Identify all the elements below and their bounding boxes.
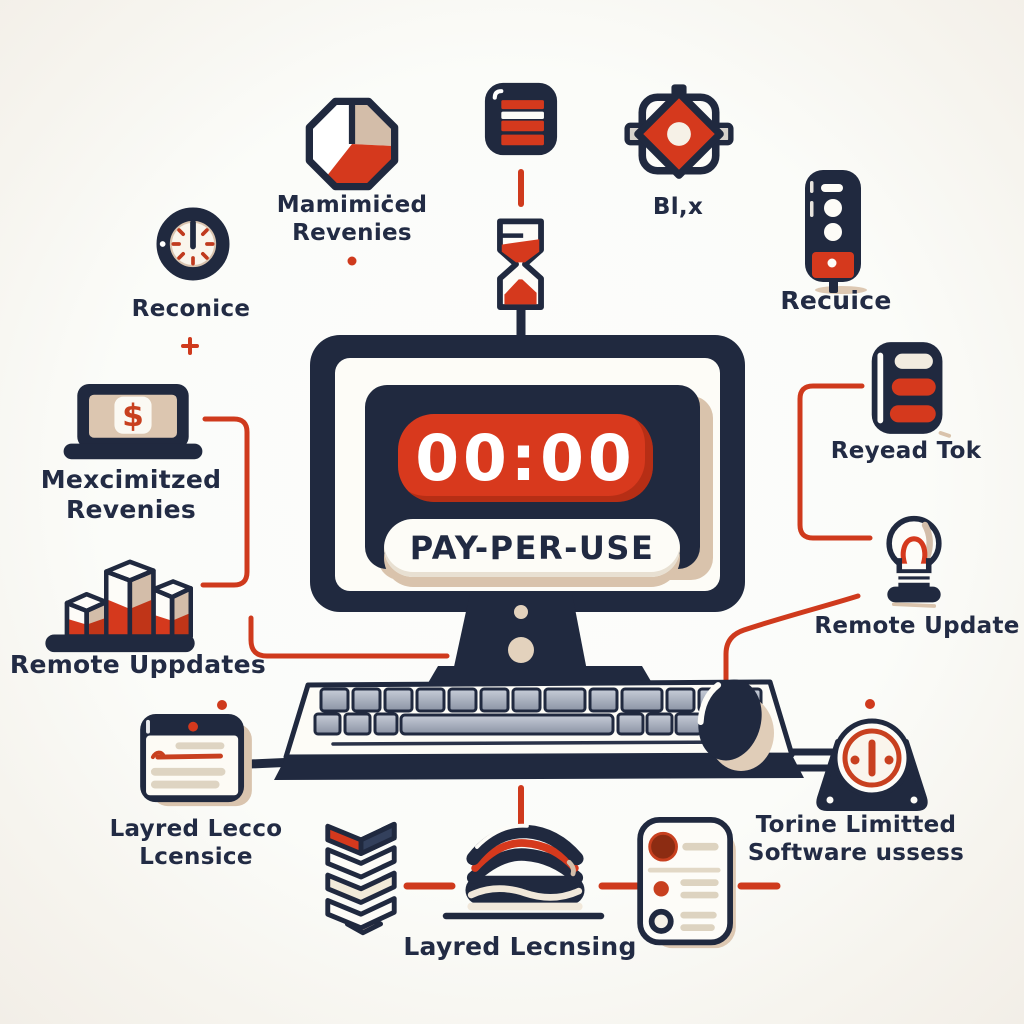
computer-base — [274, 593, 804, 780]
gauge-label-line1: Torine Limitted — [755, 812, 957, 838]
lightbulb-icon — [886, 515, 942, 608]
pie-chart-icon — [305, 97, 399, 191]
browser-label-line2: Lcensice — [139, 843, 253, 870]
list-panel-icon — [484, 82, 558, 156]
monitor-screen: 00:00 PAY-PER-USE — [335, 358, 720, 591]
mouse — [697, 679, 774, 771]
checklist-icon — [637, 817, 736, 949]
diamond-box-icon — [624, 84, 734, 179]
laptop-dollar-icon: $ — [63, 383, 203, 460]
gauge-label: Torine Limitted Software ussess — [748, 812, 964, 867]
laptop-label: Mexcimitzed Revenies — [41, 465, 222, 525]
monitor-neck — [452, 593, 588, 676]
bulb-label: Remote Update — [814, 613, 1020, 639]
keyboard — [274, 679, 804, 780]
hourglass-icon — [497, 218, 544, 310]
banner-text: PAY-PER-USE — [409, 529, 655, 567]
layers-label: Layred Lecnsing — [403, 932, 637, 961]
remote-control-icon — [805, 170, 867, 294]
bar-chart-icon — [45, 559, 195, 653]
browser-label: Layred Lecco Lcensice — [110, 816, 283, 871]
box-label: Bl,x — [652, 194, 704, 220]
pay-per-use-banner: PAY-PER-USE — [384, 519, 680, 577]
timer-display: 00:00 — [398, 414, 653, 502]
clock-icon — [156, 207, 230, 281]
token-device-icon — [871, 342, 952, 438]
pie-label-line2: Revenies — [292, 219, 412, 246]
laptop-label-line1: Mexcimitzed — [40, 465, 222, 494]
gauge-label-line2: Software ussess — [747, 839, 965, 866]
gauge-icon — [816, 718, 928, 811]
tok-label: Reyead Tok — [830, 438, 982, 464]
browser-label-line1: Layred Lecco — [109, 816, 283, 842]
chevron-stack-icon — [325, 821, 397, 936]
remote-label: Recuice — [780, 286, 892, 315]
pie-label-line1: Mamimiċed — [276, 192, 428, 218]
pie-label: Mamimiċed Revenies — [277, 192, 428, 247]
monitor: 00:00 PAY-PER-USE — [310, 335, 745, 612]
laptop-label-line2: Revenies — [65, 495, 197, 524]
barchart-label: Remote Uppdates — [9, 650, 267, 679]
layer-cake-icon — [465, 823, 585, 911]
svg-text:$: $ — [122, 398, 144, 434]
browser-window-icon — [140, 713, 252, 807]
timer-value: 00:00 — [415, 421, 636, 495]
clock-label: Reconice — [131, 296, 251, 322]
screen-panel: 00:00 PAY-PER-USE — [365, 385, 700, 577]
